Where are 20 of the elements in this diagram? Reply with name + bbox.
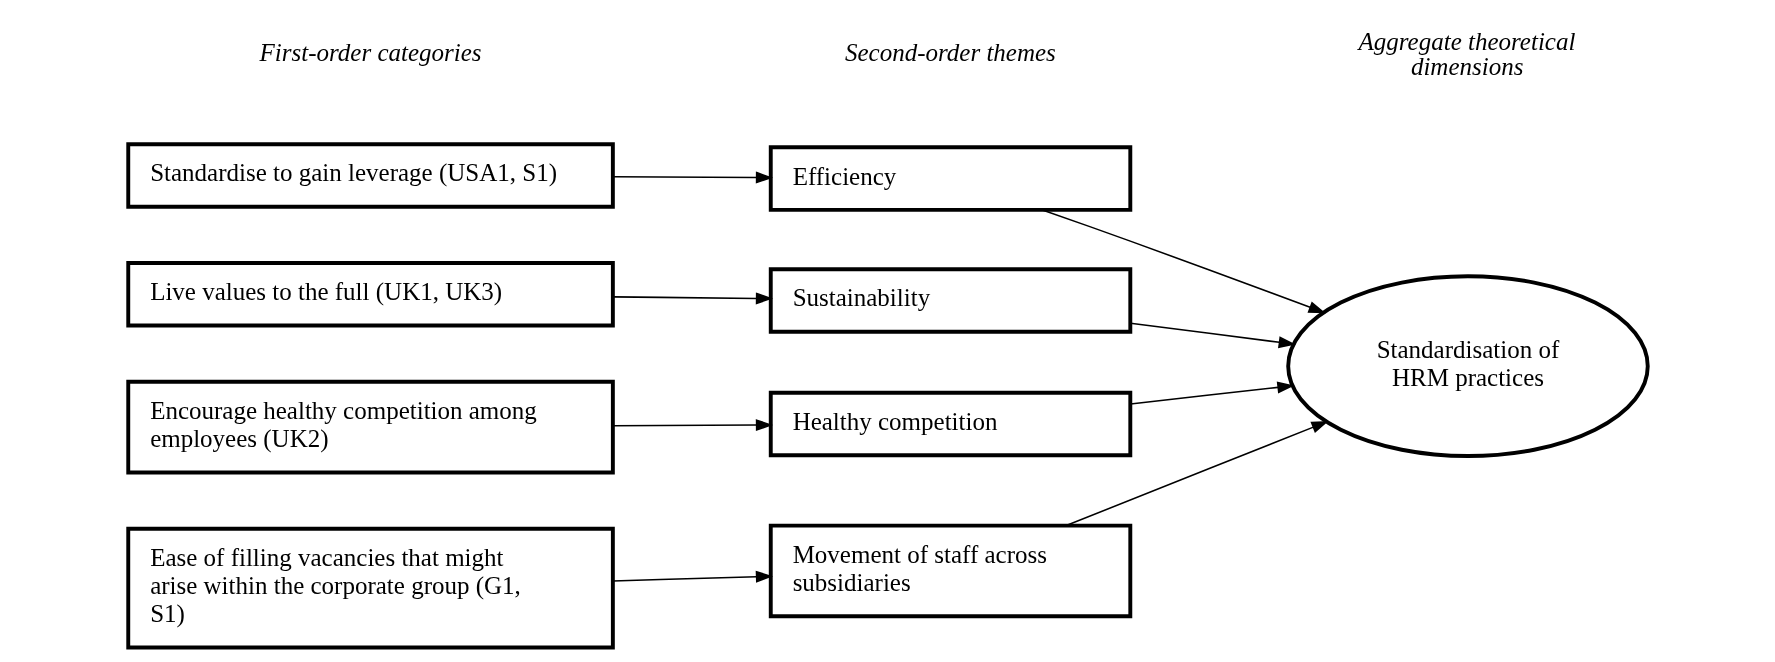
arrow xyxy=(611,419,773,432)
arrow xyxy=(1129,381,1295,405)
node-box: Standardise to gain leverage (USA1, S1) xyxy=(125,142,615,209)
arrow xyxy=(1129,322,1296,349)
node-ellipse: Standardisation of HRM practices xyxy=(1285,274,1650,458)
node-box: Encourage healthy competition among employees (UK2) xyxy=(125,379,615,475)
arrow xyxy=(1064,421,1329,527)
node-box: Healthy competition xyxy=(768,390,1132,458)
node-box: Efficiency xyxy=(768,145,1132,212)
arrow xyxy=(611,171,773,184)
node-box: Sustainability xyxy=(768,267,1132,334)
label: Aggregate theoretical dimensions xyxy=(1358,28,1575,81)
arrow xyxy=(1041,209,1326,314)
label: First-order categories xyxy=(259,39,482,67)
arrow xyxy=(611,570,773,583)
node-box: Live values to the full (UK1, UK3) xyxy=(125,261,615,328)
node-box: Ease of filling vacancies that might arise within the corporate group (G1, S1) xyxy=(125,526,615,650)
arrow xyxy=(611,292,773,305)
node-box: Movement of staff across subsidiaries xyxy=(768,523,1132,619)
label: Second-order themes xyxy=(844,39,1056,67)
